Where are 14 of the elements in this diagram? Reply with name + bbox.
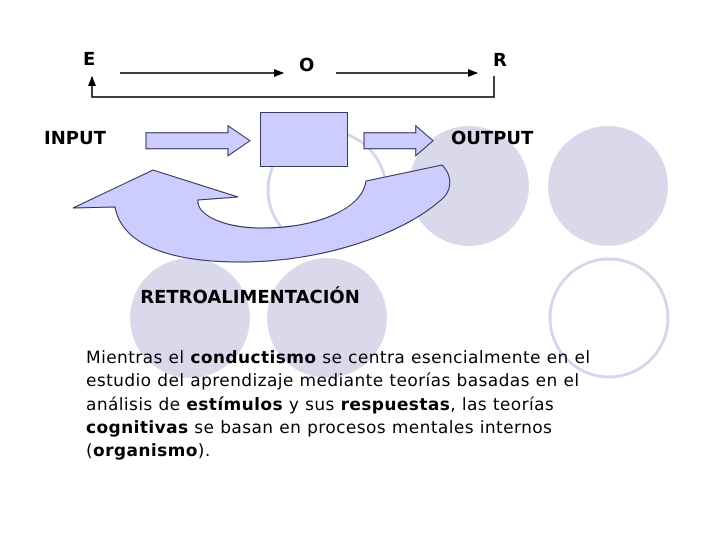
stage-label: OUTPUT xyxy=(451,128,534,150)
curved-block-arrow xyxy=(72,164,450,262)
process-box xyxy=(260,112,348,167)
arrow xyxy=(88,76,495,98)
stage-label: R xyxy=(493,50,507,72)
block-arrow xyxy=(146,124,251,157)
paragraph: Mientras el conductismo se centra esencialmente en el estudio del aprendizaje mediante teorías basadas en el análisis de estímulos y sus respuestas, las teorías cognitivas se basan en procesos mentales internos (organismo). xyxy=(86,347,592,464)
arrow xyxy=(120,69,284,77)
arrow xyxy=(336,69,478,77)
stage-label: E xyxy=(83,49,96,71)
stage-label: INPUT xyxy=(44,128,106,150)
stage-label: O xyxy=(299,55,314,77)
edge-label: RETROALIMENTACIÓN xyxy=(140,287,360,309)
block-arrow xyxy=(364,124,434,157)
